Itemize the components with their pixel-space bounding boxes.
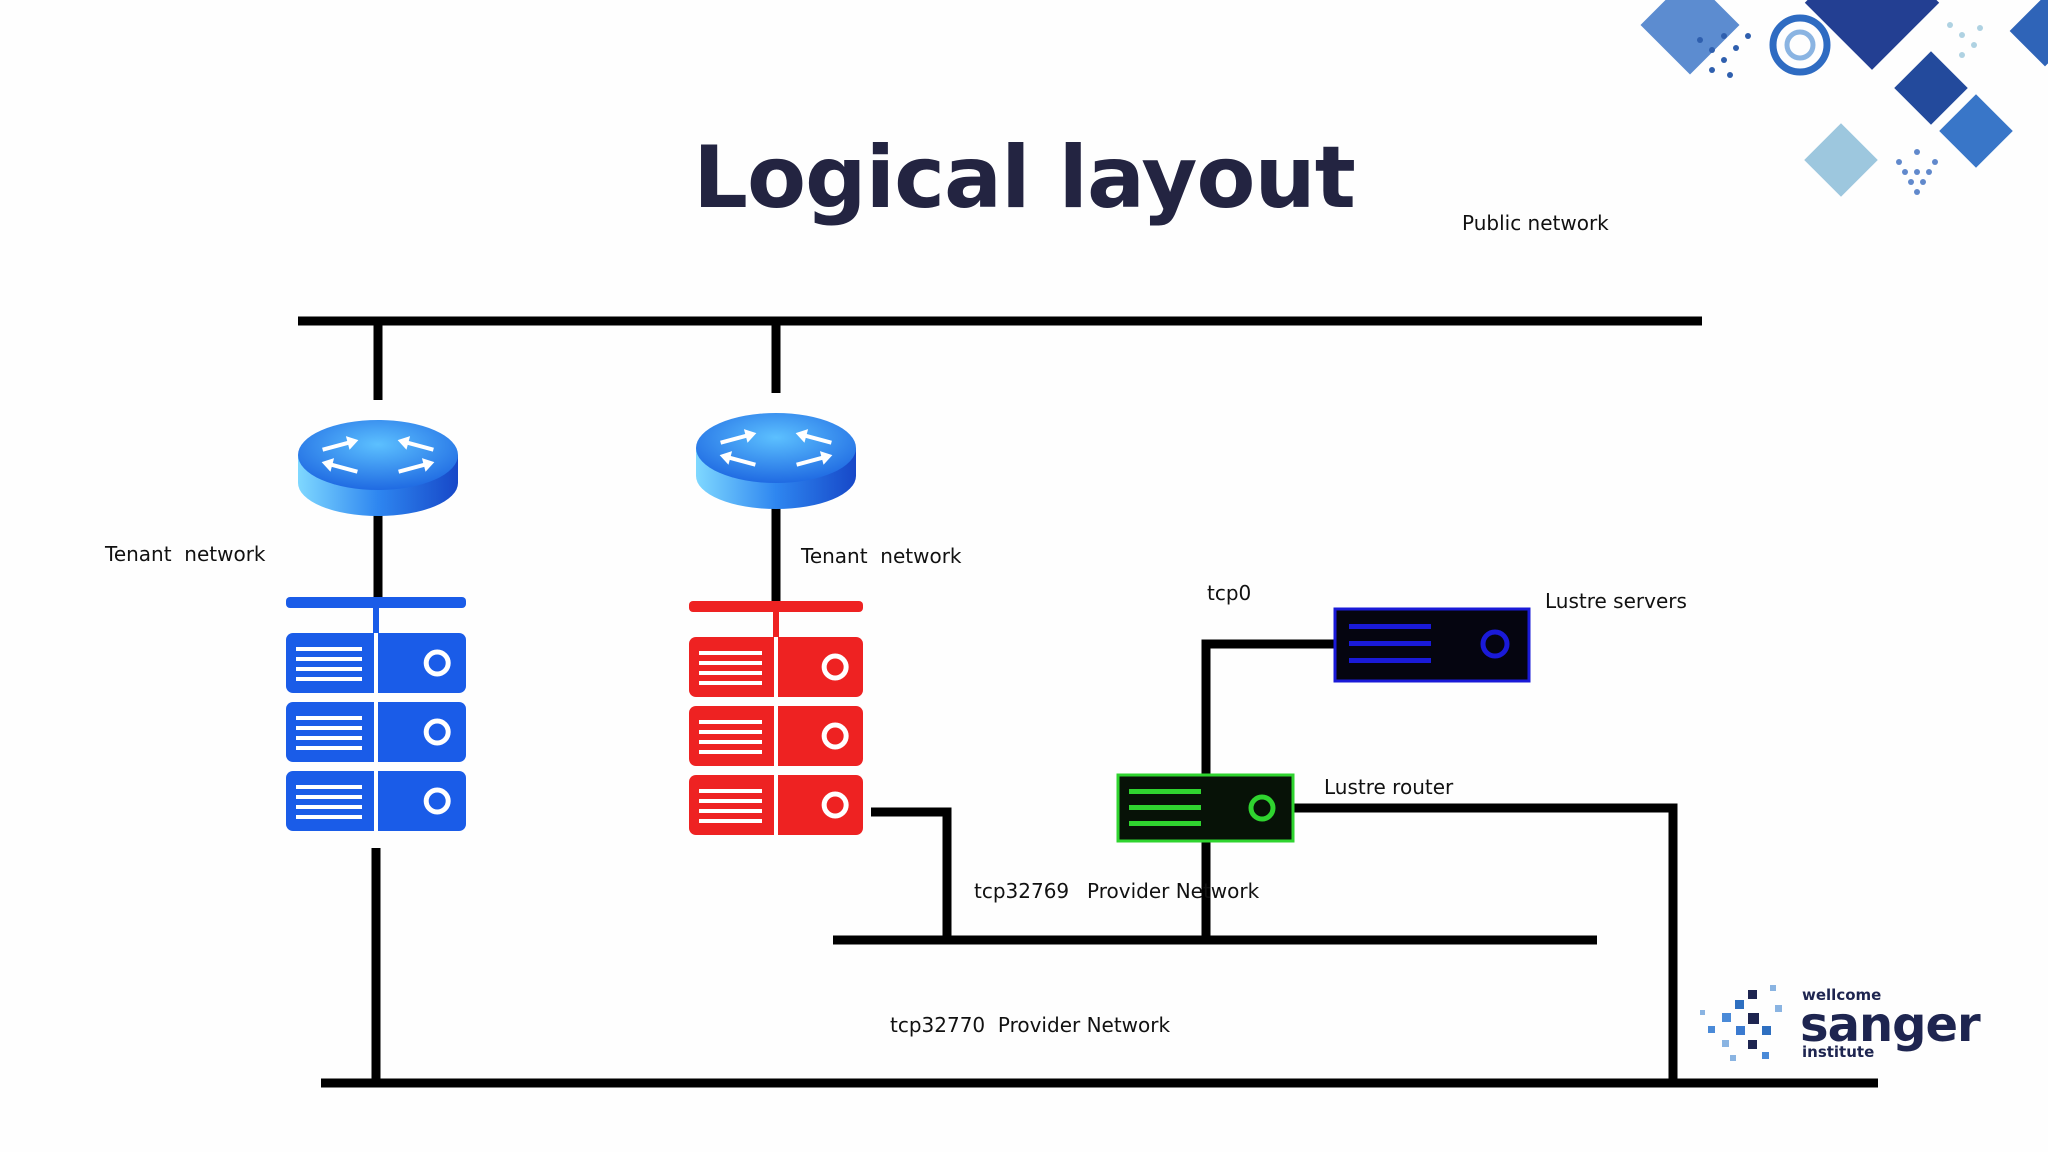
server-divider	[774, 706, 778, 766]
logo-sanger-text: sanger	[1800, 997, 1981, 1053]
server-slot-line	[699, 750, 762, 754]
tcp32769-label: tcp32769	[974, 879, 1070, 903]
logo-institute-text: institute	[1802, 1043, 1875, 1061]
lustre-router-icon	[1116, 773, 1295, 843]
lustre-router-uplink-line	[1293, 803, 1678, 1083]
server-slot-line	[296, 746, 362, 750]
server-slot-line	[296, 785, 362, 789]
server-slot-line	[296, 647, 362, 651]
tenant-network-right-label: Tenant network	[801, 544, 962, 568]
tcp32770-provider-network-label: tcp32770 Provider Network	[890, 1013, 1171, 1037]
server-divider	[374, 771, 378, 831]
server-rack-icon	[286, 597, 466, 831]
sanger-logo: wellcome sanger institute	[1800, 986, 1981, 1061]
server-power-indicator	[423, 649, 451, 677]
server-slot-line	[699, 720, 762, 724]
page-title: Logical layout	[693, 128, 1356, 228]
server-power-indicator	[423, 787, 451, 815]
server-slot-line	[296, 726, 362, 730]
server-slot-line	[699, 671, 762, 675]
server-slot-line	[699, 730, 762, 734]
rack-top-bar	[689, 601, 863, 612]
server-slot-line	[296, 805, 362, 809]
server-divider	[374, 633, 378, 693]
server-slot-line	[296, 667, 362, 671]
rack-connector	[773, 609, 779, 639]
router-icon	[696, 413, 856, 509]
server-divider	[374, 702, 378, 762]
server-power-indicator	[821, 722, 849, 750]
logo-wellcome-text: wellcome	[1802, 986, 1882, 1004]
server-slot-line	[699, 799, 762, 803]
sanger-logo-icon	[1700, 985, 1782, 1061]
server-slot-line	[296, 677, 362, 681]
tcp0-link	[1201, 639, 1336, 777]
server-slot-line	[699, 809, 762, 813]
server-slot-line	[296, 815, 362, 819]
server-divider	[774, 637, 778, 697]
server-slot-line	[699, 651, 762, 655]
server-divider	[774, 775, 778, 835]
tenant-network-left-label: Tenant network	[105, 542, 266, 566]
server-power-indicator	[821, 653, 849, 681]
server-slot-line	[699, 789, 762, 793]
provider-network-label: Provider Network	[1087, 879, 1260, 903]
rack-connector	[373, 605, 379, 635]
lustre-servers-label: Lustre servers	[1545, 589, 1687, 613]
server-slot-line	[699, 681, 762, 685]
lustre-server-icon	[1333, 607, 1531, 683]
server-slot-line	[296, 736, 362, 740]
server-slot-line	[699, 740, 762, 744]
router-icon	[298, 420, 458, 516]
tcp0-label: tcp0	[1207, 581, 1252, 605]
server-slot-line	[296, 716, 362, 720]
server-power-indicator	[423, 718, 451, 746]
server-rack-icon	[689, 601, 863, 835]
server-slot-line	[296, 657, 362, 661]
public-network-label: Public network	[1462, 211, 1609, 235]
server-slot-line	[296, 795, 362, 799]
server-slot-line	[699, 661, 762, 665]
server-slot-line	[699, 819, 762, 823]
lustre-router-label: Lustre router	[1324, 775, 1454, 799]
rack-top-bar	[286, 597, 466, 608]
tcp32769-link	[871, 807, 952, 940]
server-power-indicator	[821, 791, 849, 819]
